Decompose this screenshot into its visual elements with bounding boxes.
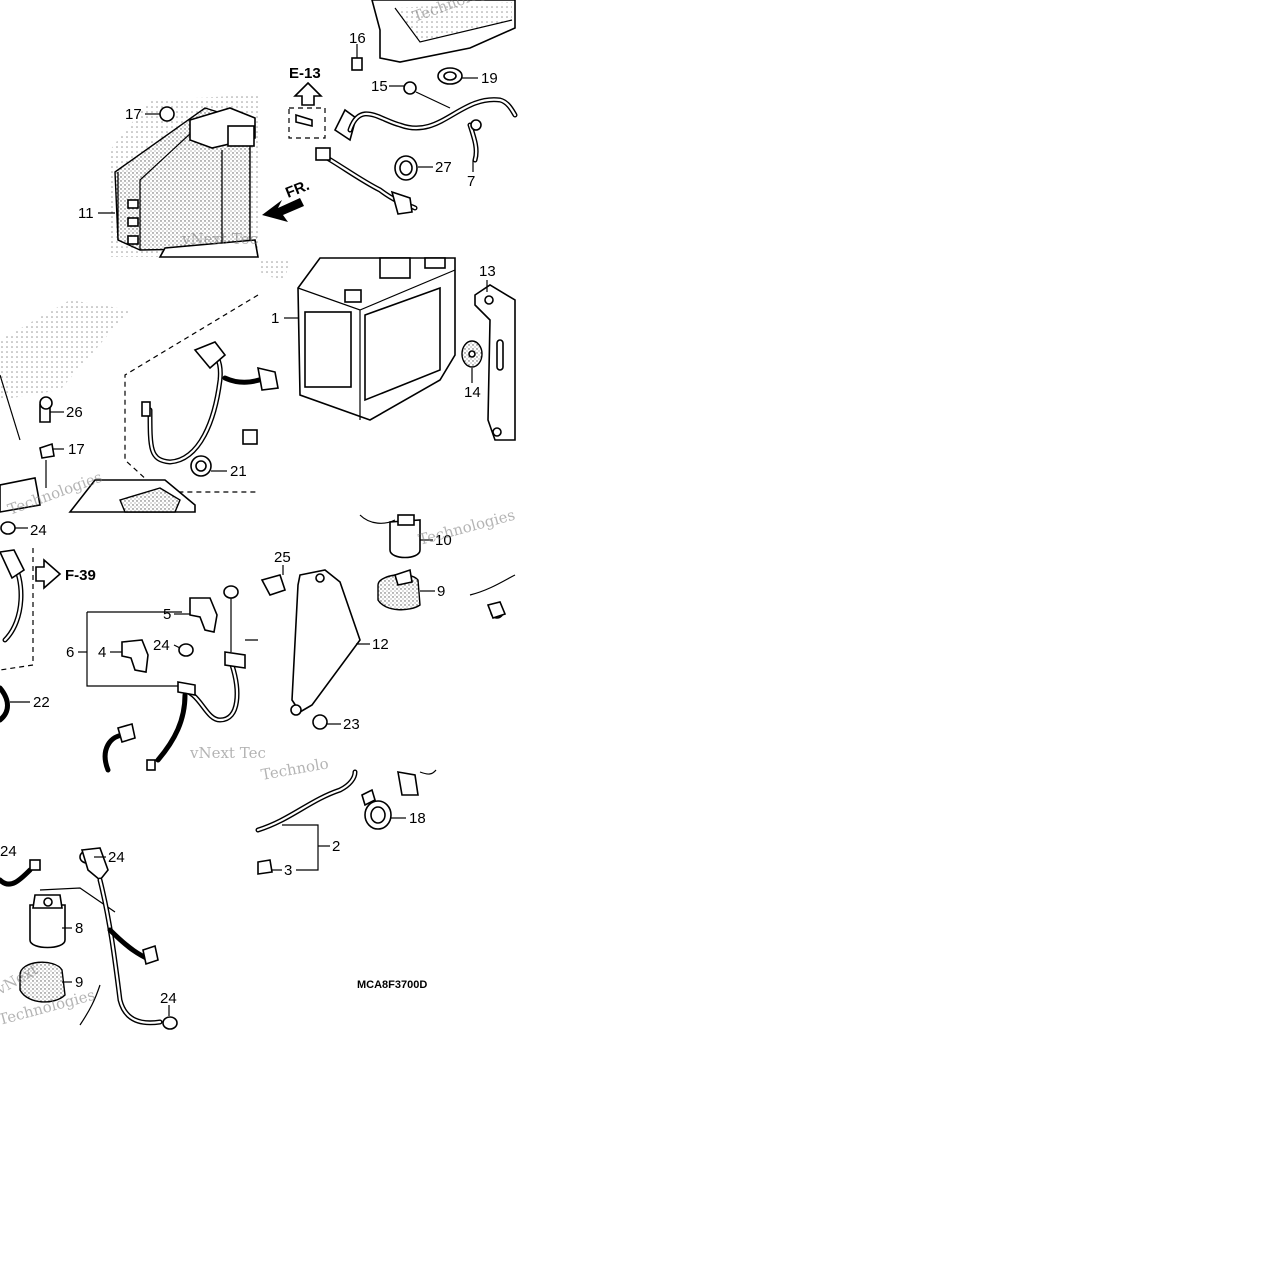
wire-harness-upper: [288, 0, 518, 215]
forward-label: FR.: [283, 177, 312, 202]
callout-8: 8: [75, 920, 83, 937]
watermark: vNext Tec: [189, 744, 266, 762]
callout-14: 14: [464, 384, 481, 401]
callout-19: 19: [481, 70, 498, 87]
callout-23: 23: [343, 716, 360, 733]
callout-12: 12: [372, 636, 389, 653]
callout-17: 17: [68, 441, 85, 458]
callout-7: 7: [467, 173, 475, 190]
wire-group-lower: [255, 769, 437, 875]
diagram-code: MCA8F3700D: [357, 979, 427, 991]
callout-11: 11: [78, 205, 94, 222]
callout-24: 24: [30, 522, 47, 539]
relay-group: [260, 514, 516, 730]
callout-17: 17: [125, 106, 142, 123]
callout-6: 6: [66, 644, 74, 661]
watermark: Technologies: [416, 506, 517, 549]
callout-9: 9: [437, 583, 445, 600]
callout-24: 24: [153, 637, 170, 654]
callout-9: 9: [75, 974, 83, 991]
starter-relay-group: [0, 847, 178, 1030]
callout-24: 24: [0, 843, 17, 860]
callout-10: 10: [435, 532, 452, 549]
ecu-assembly: [110, 95, 259, 258]
callout-18: 18: [409, 810, 426, 827]
ground-cable-group: [0, 294, 279, 513]
callout-24: 24: [108, 849, 125, 866]
left-reference-label: F-39: [65, 567, 96, 584]
callout-27: 27: [435, 159, 452, 176]
forward-arrow: FR.: [262, 177, 312, 222]
callout-26: 26: [66, 404, 83, 421]
callout-24: 24: [160, 990, 177, 1007]
watermark: vNext Tec: [181, 230, 258, 248]
watermark: Technolo: [260, 754, 330, 784]
callout-labels: 17 11 16 15 19 27 7 1 13 14 26 17 21 24 …: [0, 30, 498, 1007]
leader-lines: [10, 44, 488, 1016]
callout-25: 25: [274, 549, 291, 566]
callout-1: 1: [271, 310, 279, 327]
callout-2: 2: [332, 838, 340, 855]
callout-13: 13: [479, 263, 496, 280]
callout-21: 21: [230, 463, 247, 480]
battery-group: [258, 257, 516, 441]
callout-16: 16: [349, 30, 366, 47]
callout-15: 15: [371, 78, 388, 95]
upper-reference-arrow: E-13: [289, 65, 323, 106]
starter-cable-group: F-39: [0, 521, 258, 773]
upper-reference-label: E-13: [289, 65, 321, 82]
callout-5: 5: [163, 606, 171, 623]
callout-3: 3: [284, 862, 292, 879]
callout-22: 22: [33, 694, 50, 711]
callout-4: 4: [98, 644, 106, 661]
